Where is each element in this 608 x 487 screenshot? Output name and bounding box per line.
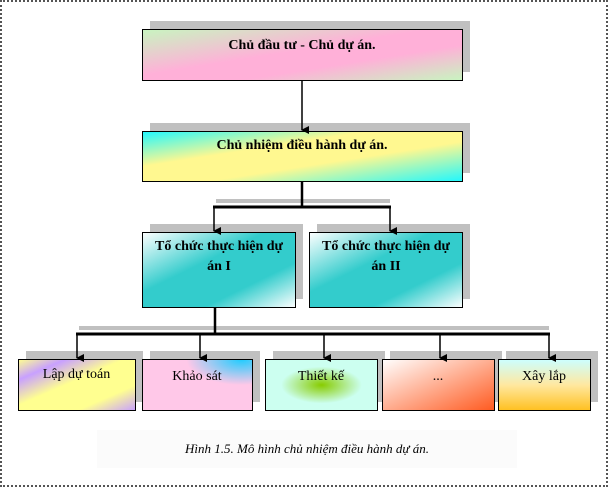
node-top-label: Chủ đầu tư - Chủ dự án. (228, 38, 376, 53)
node-task (142, 359, 253, 411)
node-task (265, 359, 378, 411)
task-label: Lập dự toán (42, 367, 111, 382)
figure-caption: Hình 1.5. Mô hình chủ nhiệm điều hành dự… (97, 430, 517, 468)
node-task (382, 359, 495, 411)
node-task (498, 359, 591, 411)
node-manager (142, 131, 463, 182)
node-org2 (309, 232, 463, 308)
node-task (18, 359, 136, 411)
task-label: Khảo sát (172, 369, 222, 384)
node-top (142, 29, 463, 81)
node-manager-label: Chủ nhiệm điều hành dự án. (216, 138, 388, 153)
node-org1 (142, 232, 296, 308)
task-label: Thiết kế (297, 369, 345, 384)
connectors (76, 80, 556, 362)
task-label: ... (432, 369, 444, 384)
task-label: Xây lắp (522, 369, 566, 384)
node-org1-label: Tổ chức thực hiện dự án I (155, 239, 283, 274)
node-org2-label: Tổ chức thực hiện dự án II (322, 239, 450, 274)
